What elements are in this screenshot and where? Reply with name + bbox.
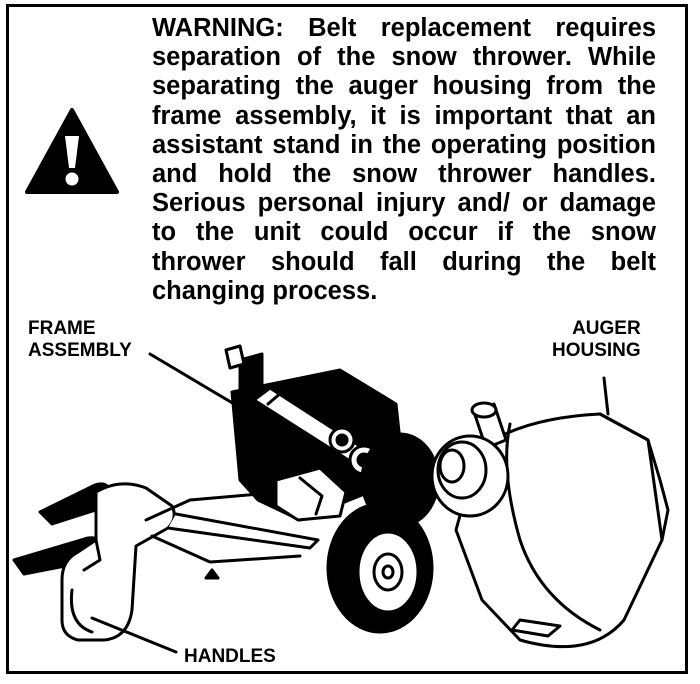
handle-crossbar <box>166 512 320 550</box>
label-handles: HANDLES <box>184 646 276 667</box>
handle-tube <box>60 482 176 642</box>
leader-frame <box>148 352 300 444</box>
leader-auger <box>602 376 610 416</box>
warning-text: WARNING: Belt replacement requires separ… <box>152 14 656 305</box>
leader-handles <box>90 616 178 654</box>
warning-triangle-icon <box>25 108 119 194</box>
label-auger-housing: AUGER HOUSING <box>552 318 641 361</box>
label-frame-assembly: FRAME ASSEMBLY <box>28 318 132 361</box>
